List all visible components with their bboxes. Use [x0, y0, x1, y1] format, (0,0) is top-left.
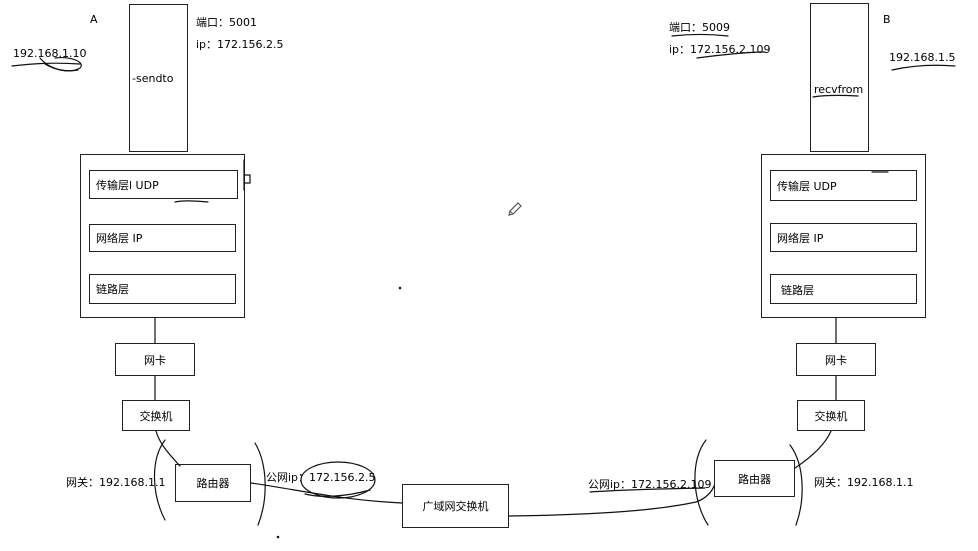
host-a-port: 端口：5001: [196, 16, 257, 29]
host-a-nic-label: 网卡: [144, 353, 166, 367]
host-b-router-label: 路由器: [738, 472, 771, 486]
host-b-local-ip: 192.168.1.5: [889, 51, 956, 64]
host-a-label: A: [90, 13, 98, 26]
conn-b-switch-router: [794, 430, 832, 469]
host-b-label: B: [883, 13, 891, 26]
host-a-router: 路由器: [175, 464, 251, 502]
host-a-public-ip: 公网ip：172.156.2.5: [266, 471, 376, 484]
host-b-switch-label: 交换机: [814, 409, 848, 423]
host-b-network-layer: 网络层 IP: [770, 223, 917, 252]
host-a-transport-layer: 传输层l UDP: [89, 170, 238, 199]
host-a-app-label: -sendto: [132, 72, 174, 85]
host-a-switch: 交换机: [122, 400, 190, 431]
conn-a-router-wan: [250, 482, 403, 504]
host-b-transport-label: 传输层 UDP: [777, 180, 837, 193]
wan-switch: 广域网交换机: [402, 484, 509, 528]
host-b-app-label: recvfrom: [814, 83, 864, 96]
host-a-link-layer: 链路层: [89, 274, 236, 304]
host-a-nic: 网卡: [115, 343, 195, 376]
host-a-router-label: 路由器: [196, 477, 230, 490]
host-b-stack: 传输层 UDP 网络层 IP 链路层: [761, 154, 926, 318]
host-a-switch-label: 交换机: [139, 409, 173, 423]
pencil-icon: [506, 200, 524, 218]
host-b-link-layer: 链路层: [770, 274, 917, 304]
host-b-router: 路由器: [714, 460, 795, 497]
host-a-ip: ip：172.156.2.5: [196, 38, 284, 51]
host-b-port: 端口：5009: [669, 21, 730, 34]
host-b-ip: ip：172.156.2.109: [669, 43, 771, 56]
host-a-gateway: 网关：192.168.1.1: [66, 476, 166, 489]
host-b-public-ip: 公网ip：172.156.2.109: [588, 478, 712, 491]
host-a-stack: 传输层l UDP 网络层 IP 链路层: [80, 154, 245, 318]
host-b-nic-label: 网卡: [825, 353, 847, 367]
host-b-link-label: 链路层: [781, 284, 814, 297]
host-b-nic: 网卡: [796, 343, 876, 376]
host-a-local-ip: 192.168.1.10: [13, 47, 87, 60]
host-a-network-label: 网络层 IP: [96, 232, 143, 245]
host-a-app-box: -sendto: [129, 4, 188, 152]
host-b-transport-layer: 传输层 UDP: [770, 170, 917, 201]
host-a-transport-label: 传输层l UDP: [96, 179, 159, 192]
host-b-app-box: recvfrom: [810, 3, 869, 152]
host-a-network-layer: 网络层 IP: [89, 224, 236, 252]
host-b-gateway: 网关：192.168.1.1: [814, 476, 914, 489]
wan-switch-label: 广域网交换机: [422, 500, 489, 513]
host-a-link-label: 链路层: [96, 283, 129, 296]
conn-a-switch-router: [155, 430, 181, 467]
host-b-network-label: 网络层 IP: [777, 232, 824, 245]
host-b-switch: 交换机: [797, 400, 865, 431]
